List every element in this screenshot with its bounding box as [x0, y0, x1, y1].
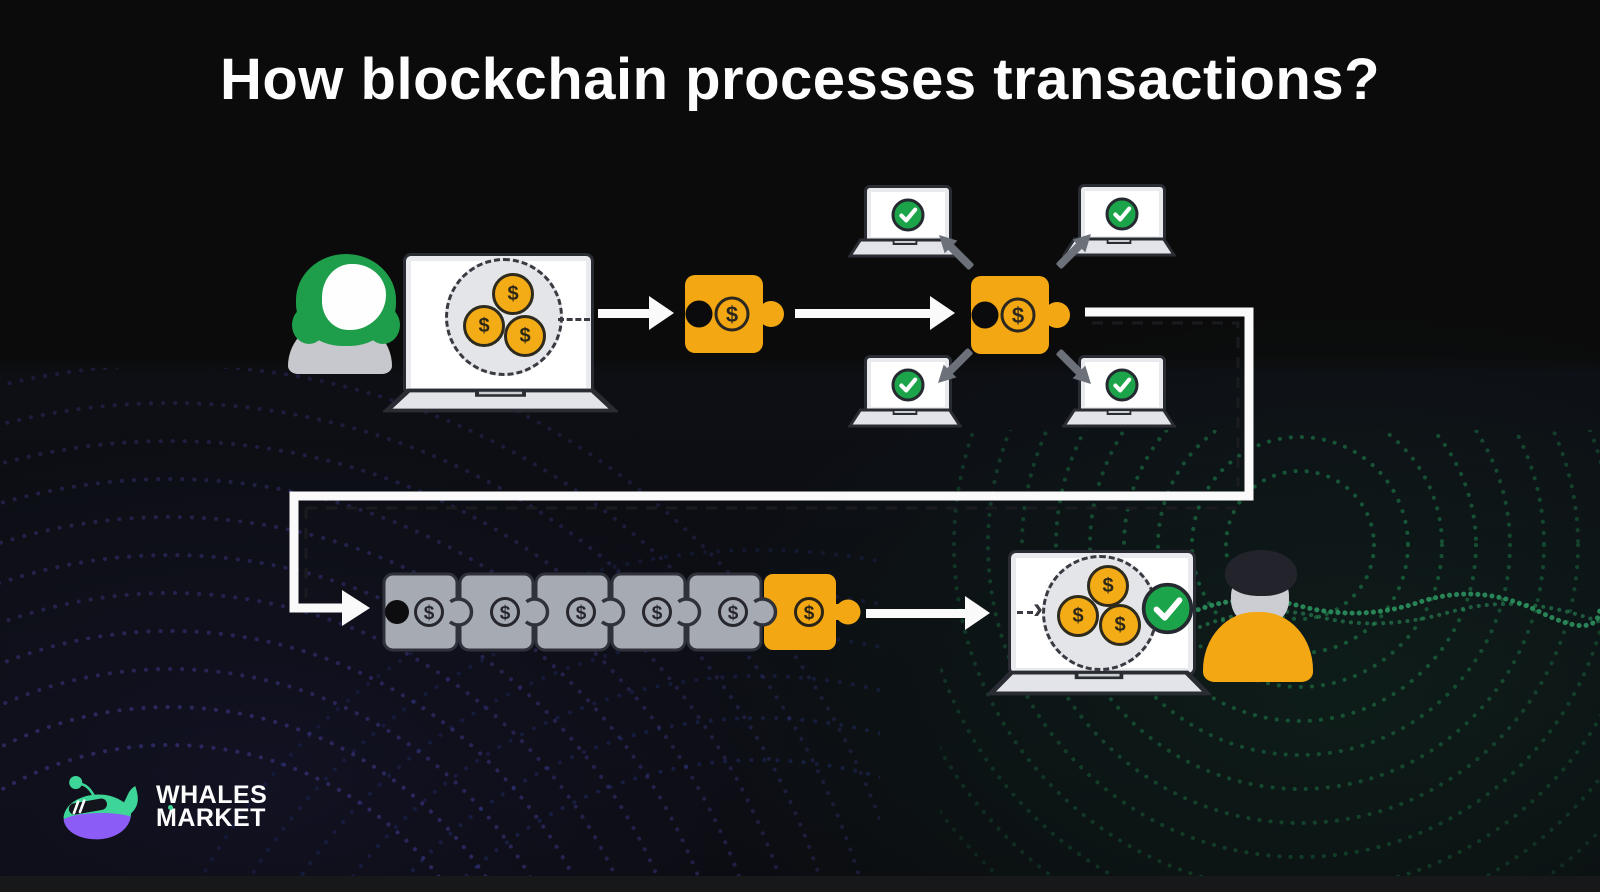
arrow-shaft [598, 309, 653, 318]
coin-symbol: $ [1102, 574, 1114, 597]
flow-arrow [598, 296, 674, 330]
arrow-head [965, 596, 990, 630]
flow-arrow [866, 596, 990, 630]
coin-symbol: $ [652, 603, 663, 624]
coin-symbol: $ [507, 282, 519, 305]
validator-screen [1078, 355, 1166, 414]
coin-symbol: $ [576, 603, 587, 624]
coin-symbol: $ [519, 324, 531, 347]
sender-laptop-screen: $ $ $ [403, 253, 594, 396]
laptop-base [987, 670, 1211, 696]
brand-line-2: MARKET [156, 804, 266, 832]
receiver-body [1203, 612, 1313, 682]
brand-name: WHALES MARKET [156, 781, 268, 832]
transfer-dashes [1017, 611, 1033, 614]
coin-symbol: $ [1072, 604, 1084, 627]
transaction-puzzle-icon: $ [685, 275, 784, 353]
coin-symbol: $ [1012, 303, 1024, 328]
arrow-head [649, 296, 674, 330]
validator-screen [864, 185, 952, 244]
receiver-hair [1225, 550, 1297, 596]
bottom-strip [0, 876, 1600, 892]
page-title: How blockchain processes transactions? [219, 47, 1381, 112]
checkmark-icon [1141, 582, 1194, 635]
brand-line-1: WHALES [156, 781, 268, 809]
flow-arrow [795, 296, 955, 330]
coin-symbol: $ [478, 314, 490, 337]
arrow-head [930, 296, 955, 330]
coin-icon: $ [492, 273, 534, 315]
brand-dot [168, 805, 173, 810]
sender-avatar [288, 252, 404, 378]
arrow-shaft [866, 609, 969, 618]
checkmark-icon [891, 198, 925, 231]
chain-socket [385, 600, 409, 624]
coin-symbol: $ [1114, 613, 1126, 636]
coin-icon: $ [1099, 604, 1141, 646]
brand-logo: WHALES MARKET [58, 772, 267, 842]
laptop-base [848, 408, 962, 428]
coin-symbol: $ [804, 603, 815, 624]
coin-icon: $ [1057, 595, 1099, 637]
checkmark-icon [891, 368, 925, 401]
coin-symbol: $ [726, 302, 738, 327]
transfer-dashes [558, 318, 590, 321]
coin-icon: $ [463, 305, 505, 347]
checkmark-icon [1105, 368, 1139, 401]
coin-symbol: $ [728, 603, 739, 624]
chevron-right-icon: › [1033, 592, 1043, 625]
laptop-base [1062, 237, 1176, 257]
coin-symbol: $ [424, 603, 435, 624]
checkmark-icon [1105, 197, 1139, 230]
blockchain-chain: $ $ $ $ $ $ [382, 572, 861, 652]
arrow-shaft [795, 309, 934, 318]
whale-icon [63, 775, 138, 840]
laptop-base [383, 388, 618, 413]
coin-symbol: $ [500, 603, 511, 624]
coin-icon: $ [504, 315, 546, 357]
validator-laptop [1062, 355, 1176, 428]
sender-laptop: $ $ $ [383, 253, 618, 413]
laptop-base [1062, 408, 1176, 428]
validator-laptop [1062, 184, 1176, 257]
receiver-avatar [1203, 550, 1319, 684]
